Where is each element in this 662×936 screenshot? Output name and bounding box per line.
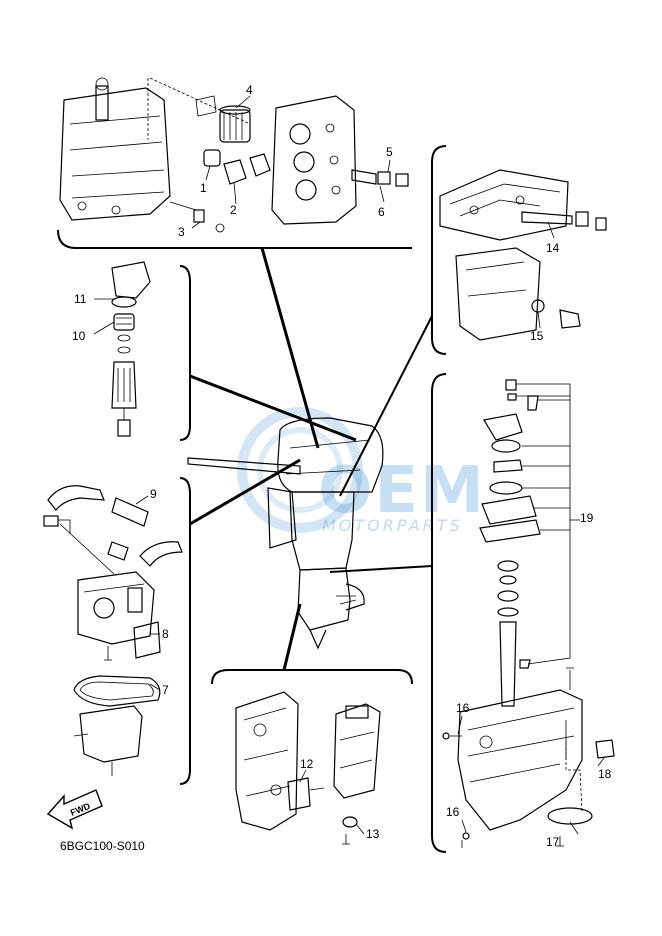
bracket-right-lower (431, 373, 447, 853)
fuel-group (43, 485, 183, 776)
thermostat-group (111, 261, 151, 437)
bracket-top (57, 229, 412, 249)
callout-6: 6 (378, 205, 385, 219)
callout-10: 10 (72, 329, 86, 343)
callout-2: 2 (230, 203, 237, 217)
bracket-bottom (211, 669, 413, 685)
callout-4: 4 (246, 83, 253, 97)
leader-lines (93, 95, 605, 835)
lower-unit-group (442, 379, 615, 848)
callout-19: 19 (580, 511, 594, 525)
callout-7: 7 (162, 683, 169, 697)
callout-16-lower: 16 (446, 805, 460, 819)
watermark: OEM MOTORPARTS (237, 407, 486, 535)
watermark-main: OEM (318, 454, 486, 528)
connector-lines (189, 247, 433, 671)
callout-17: 17 (546, 835, 560, 849)
outboard-motor-illustration (187, 417, 384, 650)
bottom-cowling-group (439, 169, 607, 341)
callout-13: 13 (366, 827, 380, 841)
callout-15: 15 (530, 329, 544, 343)
callout-16-upper: 16 (456, 701, 470, 715)
callout-11: 11 (74, 292, 87, 306)
callout-5: 5 (386, 145, 393, 159)
callout-labels: 4 1 2 3 5 6 14 15 11 10 9 8 7 12 13 16 1… (72, 83, 612, 849)
diagram-code: 6BGC100-S010 (60, 839, 145, 853)
callout-1: 1 (200, 181, 207, 195)
engine-block-group (59, 77, 409, 233)
watermark-sub: MOTORPARTS (322, 516, 463, 535)
section-brackets (57, 145, 447, 853)
fwd-arrow-icon: FWD (46, 789, 103, 830)
callout-9: 9 (150, 487, 157, 501)
callout-14: 14 (546, 241, 560, 255)
callout-3: 3 (178, 225, 185, 239)
callout-8: 8 (162, 627, 169, 641)
callout-12: 12 (300, 757, 314, 771)
callout-18: 18 (598, 767, 612, 781)
bracket-left-thermo (179, 265, 191, 441)
bracket-left-fuel (179, 477, 191, 785)
bracket-right-top (431, 145, 447, 355)
